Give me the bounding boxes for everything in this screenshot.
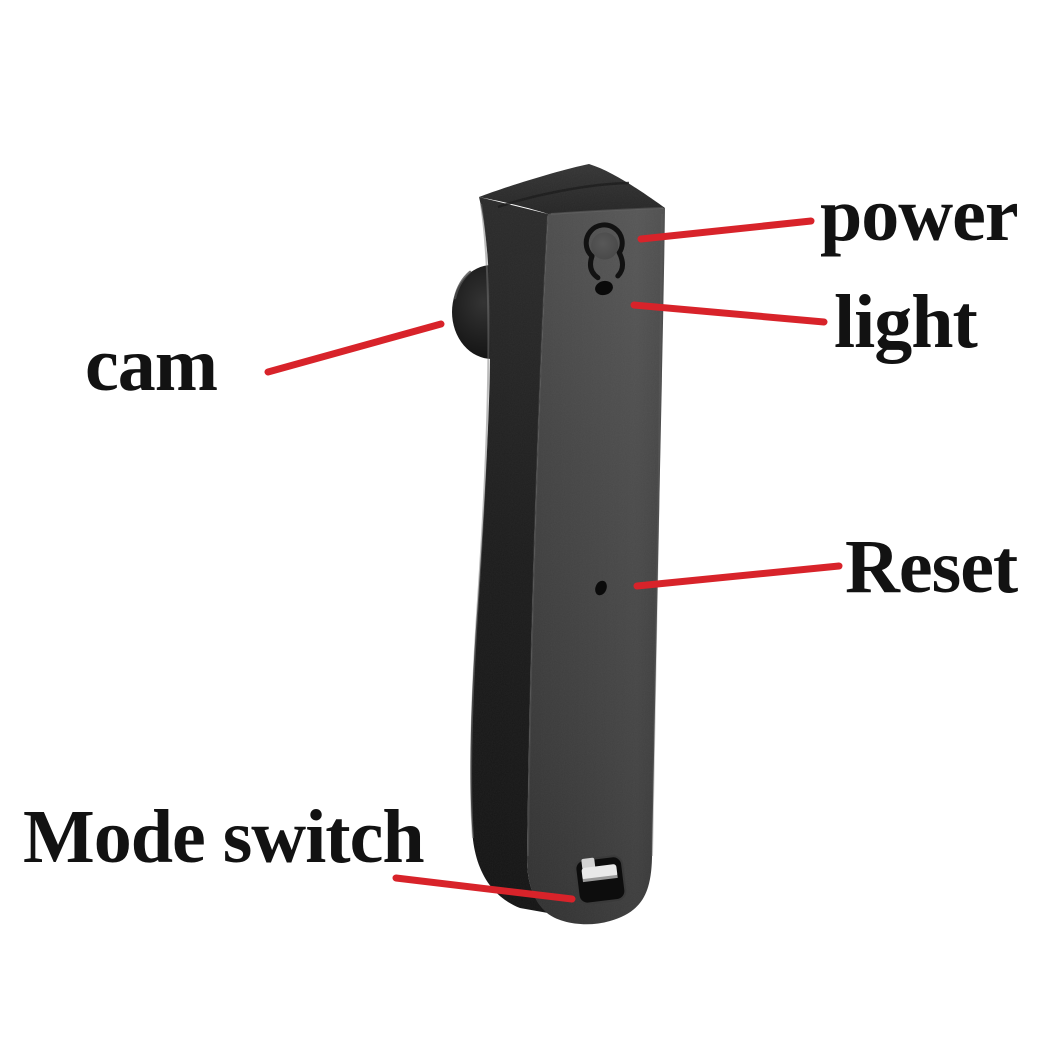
led-light-hole xyxy=(595,280,613,296)
cam-label: cam xyxy=(85,323,218,407)
light-leader-line xyxy=(630,301,828,326)
plastic-texture xyxy=(470,164,665,925)
power-leader-line xyxy=(637,217,815,243)
light-label: light xyxy=(834,280,978,364)
mode-switch-label: Mode switch xyxy=(23,795,425,879)
power-label: power xyxy=(820,173,1019,257)
mode-switch-slot xyxy=(574,855,627,905)
mode-switch-slider xyxy=(581,857,596,870)
cam-leader-line xyxy=(264,320,445,376)
reset-label: Reset xyxy=(845,525,1018,609)
mode-switch-leader-line xyxy=(392,874,576,903)
left-edge-highlight xyxy=(470,203,490,839)
right-edge-highlight xyxy=(651,213,663,857)
reset-hole xyxy=(595,580,607,596)
reset-leader-line xyxy=(633,562,843,590)
top-edge-highlight xyxy=(550,207,664,215)
front-left-corner-highlight xyxy=(527,215,549,857)
power-button xyxy=(583,222,626,281)
